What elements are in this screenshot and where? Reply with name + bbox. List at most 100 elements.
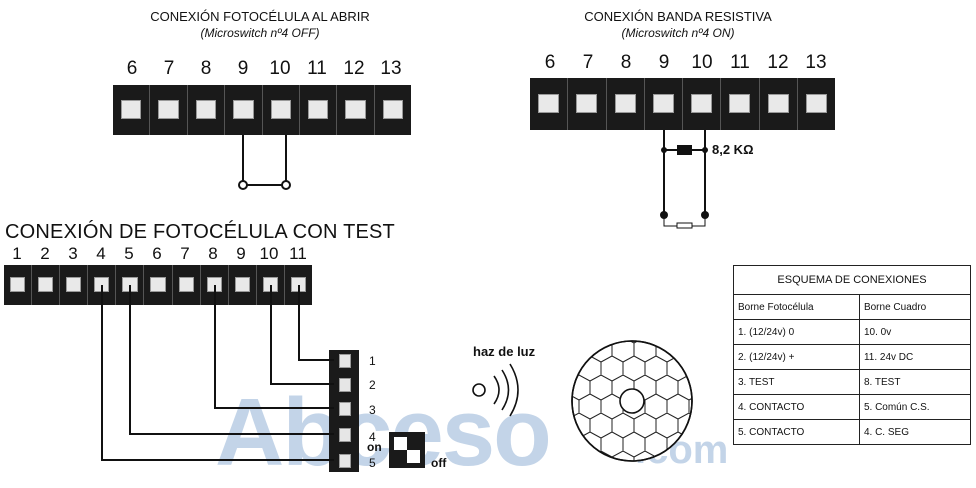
terminal-number: 4 — [96, 244, 106, 263]
terminal-screw — [60, 265, 89, 305]
photocell-lens-icon — [571, 340, 693, 462]
terminal-screw — [173, 265, 201, 305]
terminal-screw — [760, 78, 798, 130]
photocell-terminal-number: 3 — [369, 403, 376, 417]
table-row: 4. CONTACTO 5. Común C.S. — [733, 394, 972, 420]
top-left-terminal-numbers: 6 7 8 9 10 11 12 13 — [113, 58, 411, 80]
terminal-screw — [263, 85, 300, 135]
table-cell: 5. Común C.S. — [858, 394, 972, 420]
terminal-screw — [188, 85, 226, 135]
terminal-number: 6 — [544, 52, 556, 73]
light-beam-label: haz de luz — [473, 344, 536, 359]
terminal-screw — [225, 85, 263, 135]
terminal-screw — [32, 265, 61, 305]
table-cell: 8. TEST — [858, 369, 972, 395]
light-beam-icon — [472, 363, 519, 417]
photocell-terminal-number: 1 — [369, 354, 376, 368]
terminal-number: 12 — [767, 52, 789, 73]
terminal-screw — [607, 78, 645, 130]
terminal-number: 10 — [259, 244, 279, 263]
table-cell: 4. C. SEG — [858, 419, 972, 445]
terminal-number: 9 — [236, 244, 246, 263]
terminal-number: 8 — [208, 244, 218, 263]
column-header: Borne Fotocélula — [733, 294, 860, 320]
photocell-connector-block — [329, 350, 359, 472]
top-left-subtitle: (Microswitch nº4 OFF) — [200, 26, 320, 40]
terminal-number: 7 — [582, 52, 594, 73]
column-header: Borne Cuadro — [858, 294, 972, 320]
terminal-screw — [721, 78, 760, 130]
table-row: 3. TEST 8. TEST — [733, 369, 972, 395]
connection-scheme-table: ESQUEMA DE CONEXIONES Borne Fotocélula B… — [733, 265, 972, 445]
terminal-number: 3 — [68, 244, 78, 263]
photocell-terminal — [329, 350, 359, 370]
bottom-diagram-title: CONEXIÓN DE FOTOCÉLULA CON TEST — [5, 221, 395, 243]
watermark-logo: Abceso — [215, 379, 552, 486]
terminal-number: 10 — [691, 52, 713, 73]
terminal-number: 13 — [805, 52, 827, 73]
terminal-screw — [144, 265, 173, 305]
dip-on-label: on — [367, 440, 382, 454]
resistor-icon — [677, 145, 692, 155]
terminal-number: 2 — [40, 244, 50, 263]
terminal-number: 7 — [163, 58, 175, 79]
terminal-number: 12 — [343, 58, 365, 79]
terminal-screw — [337, 85, 375, 135]
dip-off-label: off — [431, 456, 447, 470]
resistive-band-wiring — [660, 130, 709, 229]
terminal-number: 10 — [269, 58, 291, 79]
table-cell: 3. TEST — [733, 369, 860, 395]
table-row: 5. CONTACTO 4. C. SEG — [733, 419, 972, 445]
top-right-terminal-block — [530, 78, 835, 130]
bottom-terminal-numbers: 1 2 3 4 5 6 7 8 9 10 11 — [4, 244, 312, 264]
table-cell: 10. 0v — [858, 319, 972, 345]
dip-switch-icon — [389, 432, 425, 468]
photocell-test-wiring — [101, 285, 334, 461]
resistor-value-label: 8,2 KΩ — [712, 142, 754, 157]
terminal-number: 13 — [380, 58, 402, 79]
terminal-number: 8 — [200, 58, 212, 79]
top-right-terminal-numbers: 6 7 8 9 10 11 12 13 — [530, 52, 835, 74]
terminal-number: 9 — [237, 58, 249, 79]
table-header-row: Borne Fotocélula Borne Cuadro — [733, 294, 972, 320]
terminal-number: 11 — [730, 52, 750, 73]
terminal-number: 9 — [658, 52, 670, 73]
terminal-screw — [530, 78, 569, 130]
terminal-number: 8 — [620, 52, 632, 73]
terminal-number: 11 — [289, 244, 307, 263]
table-cell: 11. 24v DC — [858, 344, 972, 370]
terminal-screw — [4, 265, 33, 305]
terminal-screw — [300, 85, 338, 135]
table-title: ESQUEMA DE CONEXIONES — [733, 265, 971, 295]
top-left-terminal-block — [113, 85, 411, 135]
terminal-number: 6 — [152, 244, 162, 263]
terminal-screw — [113, 85, 151, 135]
terminal-screw — [798, 78, 835, 130]
terminal-screw — [150, 85, 188, 135]
table-cell: 2. (12/24v) + — [733, 344, 860, 370]
table-cell: 1. (12/24v) 0 — [733, 319, 860, 345]
photocell-terminal — [329, 398, 359, 418]
photocell-terminal-number: 5 — [369, 456, 376, 470]
terminal-number: 5 — [124, 244, 134, 263]
terminal-screw — [645, 78, 683, 130]
top-right-subtitle: (Microswitch nº4 ON) — [621, 26, 735, 40]
top-right-title: CONEXIÓN BANDA RESISTIVA — [584, 9, 772, 24]
table-cell: 4. CONTACTO — [733, 394, 860, 420]
top-left-title: CONEXIÓN FOTOCÉLULA AL ABRIR — [150, 9, 370, 24]
photocell-terminal — [329, 374, 359, 394]
terminal-number: 11 — [307, 58, 327, 79]
table-row: 1. (12/24v) 0 10. 0v — [733, 319, 972, 345]
table-cell: 5. CONTACTO — [733, 419, 860, 445]
top-left-bridge-wire — [238, 135, 291, 190]
photocell-terminal — [329, 424, 359, 444]
table-row: 2. (12/24v) + 11. 24v DC — [733, 344, 972, 370]
photocell-terminal-number: 2 — [369, 378, 376, 392]
terminal-screw — [229, 265, 257, 305]
photocell-terminal — [329, 450, 359, 470]
terminal-number: 1 — [12, 244, 22, 263]
photocell-terminal-number: 4 — [369, 430, 376, 444]
terminal-number: 6 — [126, 58, 138, 79]
bottom-terminal-block — [4, 265, 312, 305]
terminal-screw — [683, 78, 722, 130]
